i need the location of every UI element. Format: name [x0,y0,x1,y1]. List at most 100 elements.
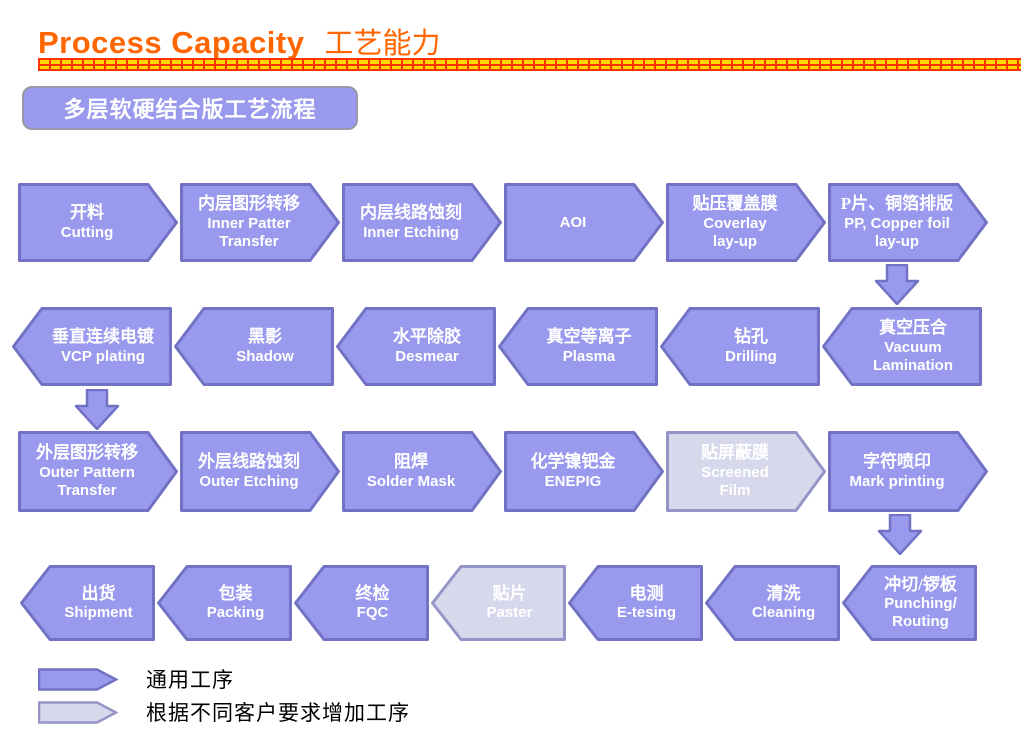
step-label-en: Desmear [395,347,459,365]
step-aoi: AOI [504,183,664,262]
step-label-zh: 垂直连续电镀 [52,327,154,347]
step-label-en: Drilling [725,347,777,365]
left-chevron-shape [431,565,566,641]
step-label-zh: 开料 [70,203,104,223]
step-label-en: Shadow [236,347,294,365]
right-chevron-shape [342,431,502,512]
step-label-zh: 外层图形转移 [36,443,138,463]
legend-item-standard: 通用工序 [38,664,234,694]
step-label-zh: 贴屏蔽膜 [701,443,769,463]
step-label-zh: P片、铜箔排版 [840,194,954,214]
step-label-zh: 冲切/锣板 [884,574,957,594]
down-arrow-after-row-2-icon [74,389,120,430]
step-label-zh: 出货 [81,583,116,603]
step-label-zh: 真空等离子 [546,327,632,347]
right-chevron-shape [180,183,340,262]
legend-label-optional: 根据不同客户要求增加工序 [146,701,410,725]
left-chevron-shape [498,307,658,386]
right-chevron-shape [180,431,340,512]
title-underline-rule [38,58,1021,71]
step-label-zh: 字符喷印 [863,452,931,472]
step-label-en: Outer Pattern Transfer [39,463,135,499]
step-label-zh: 真空压合 [879,318,947,338]
step-label-zh: 清洗 [766,583,801,603]
legend-item-optional: 根据不同客户要求增加工序 [38,697,410,727]
right-chevron-shape [828,183,988,262]
step-label-zh: 内层图形转移 [198,194,300,214]
optional-process-arrow-icon [38,700,118,724]
left-chevron-shape [20,565,155,641]
step-label-en: Outer Etching [199,472,299,490]
left-chevron-shape [842,565,977,641]
left-chevron-shape [294,565,429,641]
step-label-en: Vacuum Lamination [872,338,953,374]
down-arrow-after-row-3-icon [877,514,923,555]
step-label-en: PP, Copper foil lay-up [844,214,950,250]
step-label-zh: 水平除胶 [393,327,461,347]
step-label-en: FQC [356,604,389,622]
step-label-zh: 外层线路蚀刻 [198,452,300,472]
step-label-en: Punching/ Routing [884,595,957,631]
step-label-en: Inner Patter Transfer [207,214,291,250]
step-label-en: Inner Etching [363,223,459,241]
left-chevron-shape [336,307,496,386]
right-chevron-shape [18,431,178,512]
step-label-zh: 终检 [355,583,390,603]
step-label-en: AOI [559,213,587,231]
step-label-zh: 内层线路蚀刻 [360,203,462,223]
right-chevron-shape [504,431,664,512]
flow-title-label: 多层软硬结合版工艺流程 [63,97,317,122]
left-chevron-shape [660,307,820,386]
legend-label-standard: 通用工序 [146,668,234,692]
step-label: AOI [504,183,664,262]
step-label-en: Plasma [562,347,616,365]
left-chevron-shape [822,307,982,386]
right-chevron-shape [504,183,664,262]
step-label-en: Solder Mask [366,472,456,490]
step-label-zh: 包装 [218,583,253,603]
standard-process-arrow-icon [38,667,118,691]
page-title-en: Process Capacity [38,25,305,60]
flow-title-badge: 多层软硬结合版工艺流程 [22,86,358,130]
page-title-zh: 工艺能力 [324,28,441,60]
step-label-zh: 化学镍钯金 [530,452,616,472]
step-label-en: Cleaning [751,604,816,622]
step-label-zh: 黑影 [248,327,282,347]
left-chevron-shape [705,565,840,641]
step-label-en: Shipment [64,604,133,622]
step-label-en: VCP plating [61,347,145,365]
